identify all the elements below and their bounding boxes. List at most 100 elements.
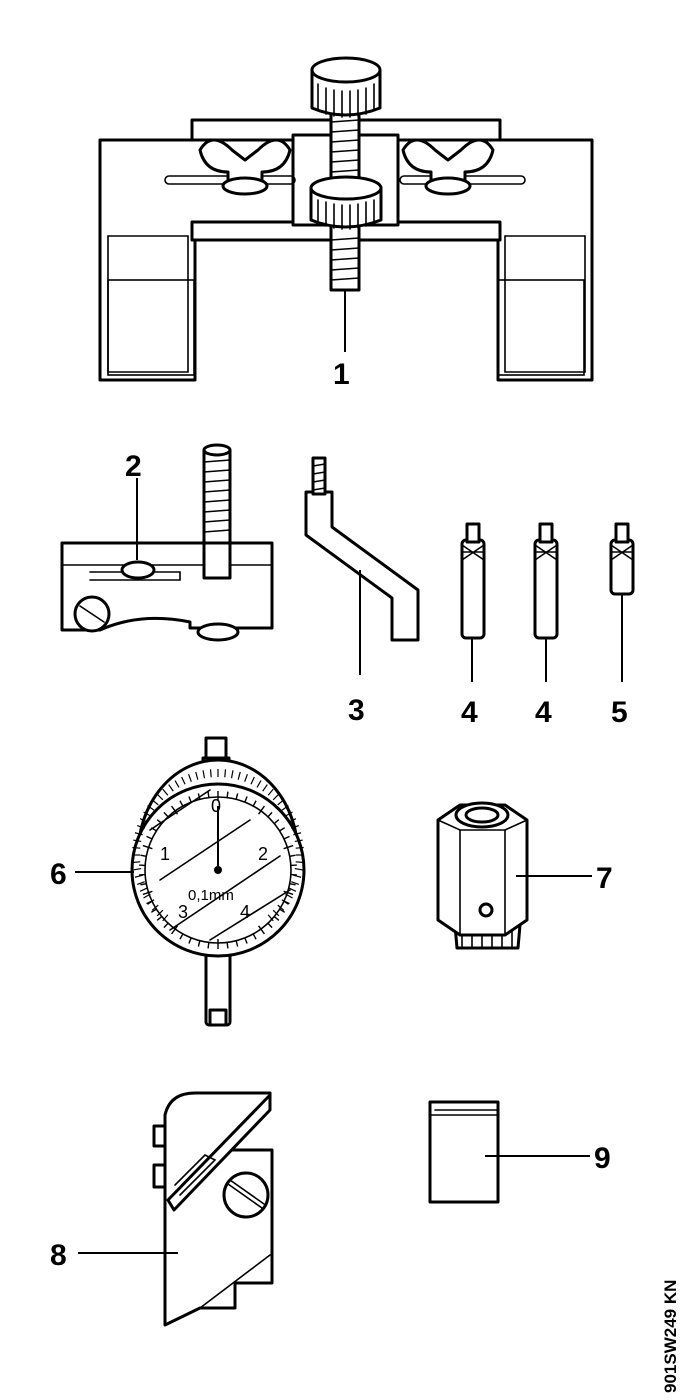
dial-tick xyxy=(163,922,169,929)
bezel-knurl xyxy=(181,776,186,785)
bezel-knurl xyxy=(132,846,141,849)
bezel-knurl xyxy=(156,793,164,801)
bezel-knurl xyxy=(295,846,304,849)
bezel-knurl xyxy=(209,769,212,778)
dial-tick xyxy=(267,811,273,818)
bezel-knurl xyxy=(267,914,274,922)
bezel-knurl xyxy=(202,770,206,779)
dial-tick xyxy=(279,827,286,832)
dial-tick xyxy=(283,835,290,840)
dial-tick xyxy=(150,908,157,913)
bezel-knurl xyxy=(281,805,289,811)
probe-tip-b: 4 xyxy=(533,522,559,729)
dial-tick xyxy=(179,800,184,807)
dial-number-2: 2 xyxy=(258,844,268,864)
bezel-knurl xyxy=(277,904,285,911)
bezel-knurl xyxy=(136,881,145,885)
bezel-knurl xyxy=(294,839,303,843)
callout-2: 2 xyxy=(125,450,142,483)
dial-tick xyxy=(188,937,192,944)
dial-tick xyxy=(235,793,239,800)
dial-tick xyxy=(226,942,229,949)
dial-tick xyxy=(235,940,239,947)
dial-tick xyxy=(163,811,169,818)
bezel-knurl xyxy=(156,909,164,917)
bezel-knurl xyxy=(147,899,155,905)
dial-tick xyxy=(252,800,257,807)
bezel-knurl xyxy=(272,909,280,917)
callout-5: 5 xyxy=(611,696,628,729)
bezel-knurl xyxy=(139,887,148,892)
dial-unit-label: 0,1mm xyxy=(188,887,234,904)
dial-number-3: 3 xyxy=(178,902,188,922)
bezel-knurl xyxy=(168,784,174,792)
bezel-knurl xyxy=(281,899,289,905)
dial-tick xyxy=(179,933,184,940)
callout-4b: 4 xyxy=(535,696,552,729)
dial-tick xyxy=(140,882,147,886)
dial-tick xyxy=(207,942,210,949)
probe-tip-a: 4 xyxy=(460,522,486,729)
cranked-extension-rod: 3 xyxy=(304,456,420,727)
wing-nut-left-icon xyxy=(198,138,292,196)
dial-tick xyxy=(156,915,163,921)
bezel-knurl xyxy=(250,776,255,785)
bezel-knurl xyxy=(295,861,304,864)
bezel-knurl xyxy=(237,771,241,780)
callout-3: 3 xyxy=(348,694,365,727)
bezel-knurl xyxy=(133,839,142,843)
dial-tick xyxy=(207,791,210,798)
bezel-knurl xyxy=(147,805,155,811)
bezel-knurl xyxy=(291,825,300,829)
bezel-knurl xyxy=(143,811,151,817)
dial-tick xyxy=(197,940,201,947)
bezel-knurl xyxy=(139,818,148,823)
setting-block: 8 xyxy=(50,1091,274,1327)
callout-6: 6 xyxy=(50,858,67,891)
callout-9: 9 xyxy=(594,1142,611,1175)
dial-tick xyxy=(267,922,273,929)
dial-tick xyxy=(283,844,294,850)
callout-8: 8 xyxy=(50,1239,67,1272)
dial-tick xyxy=(257,925,266,935)
bezel-knurl xyxy=(188,773,192,782)
adjusting-screw-icon xyxy=(309,56,383,292)
probe-tip-short: 5 xyxy=(609,522,635,729)
bezel-knurl xyxy=(134,832,143,836)
dial-number-0: 0 xyxy=(211,796,221,816)
callout-4a: 4 xyxy=(461,696,478,729)
dial-tick xyxy=(226,791,229,798)
gauge-holder: 2 xyxy=(60,443,274,642)
bezel-knurl xyxy=(285,893,293,899)
dial-tick xyxy=(142,844,153,850)
bezel-knurl xyxy=(272,793,280,801)
bezel-knurl xyxy=(162,788,169,796)
dial-tick xyxy=(244,796,248,803)
dial-tick xyxy=(142,890,153,896)
dial-tick xyxy=(289,882,296,886)
callout-1: 1 xyxy=(333,358,350,391)
bezel-knurl xyxy=(151,799,159,806)
bezel-knurl xyxy=(244,773,248,782)
dial-tick xyxy=(188,796,192,803)
bezel-knurl xyxy=(291,881,300,885)
dial-number-1: 1 xyxy=(160,844,170,864)
bezel-knurl xyxy=(288,887,297,892)
dial-tick xyxy=(140,854,147,858)
dial-tick-marks xyxy=(132,769,304,949)
bezel-knurl xyxy=(151,904,159,911)
bezel-knurl xyxy=(293,874,302,878)
bezel-knurl xyxy=(277,799,285,806)
callout-7: 7 xyxy=(596,862,613,895)
bezel-knurl xyxy=(174,780,180,788)
bezel-knurl xyxy=(294,867,303,871)
bezel-knurl xyxy=(288,818,297,823)
dial-tick xyxy=(279,908,286,913)
bezel-knurl xyxy=(256,780,262,788)
bezel-knurl xyxy=(293,832,302,836)
bezel-knurl xyxy=(262,784,268,792)
hex-adapter: 7 xyxy=(436,801,613,950)
dial-tick xyxy=(289,854,296,858)
reference-code: 901SW249 KN xyxy=(661,1280,680,1393)
bezel-knurl xyxy=(136,825,145,829)
